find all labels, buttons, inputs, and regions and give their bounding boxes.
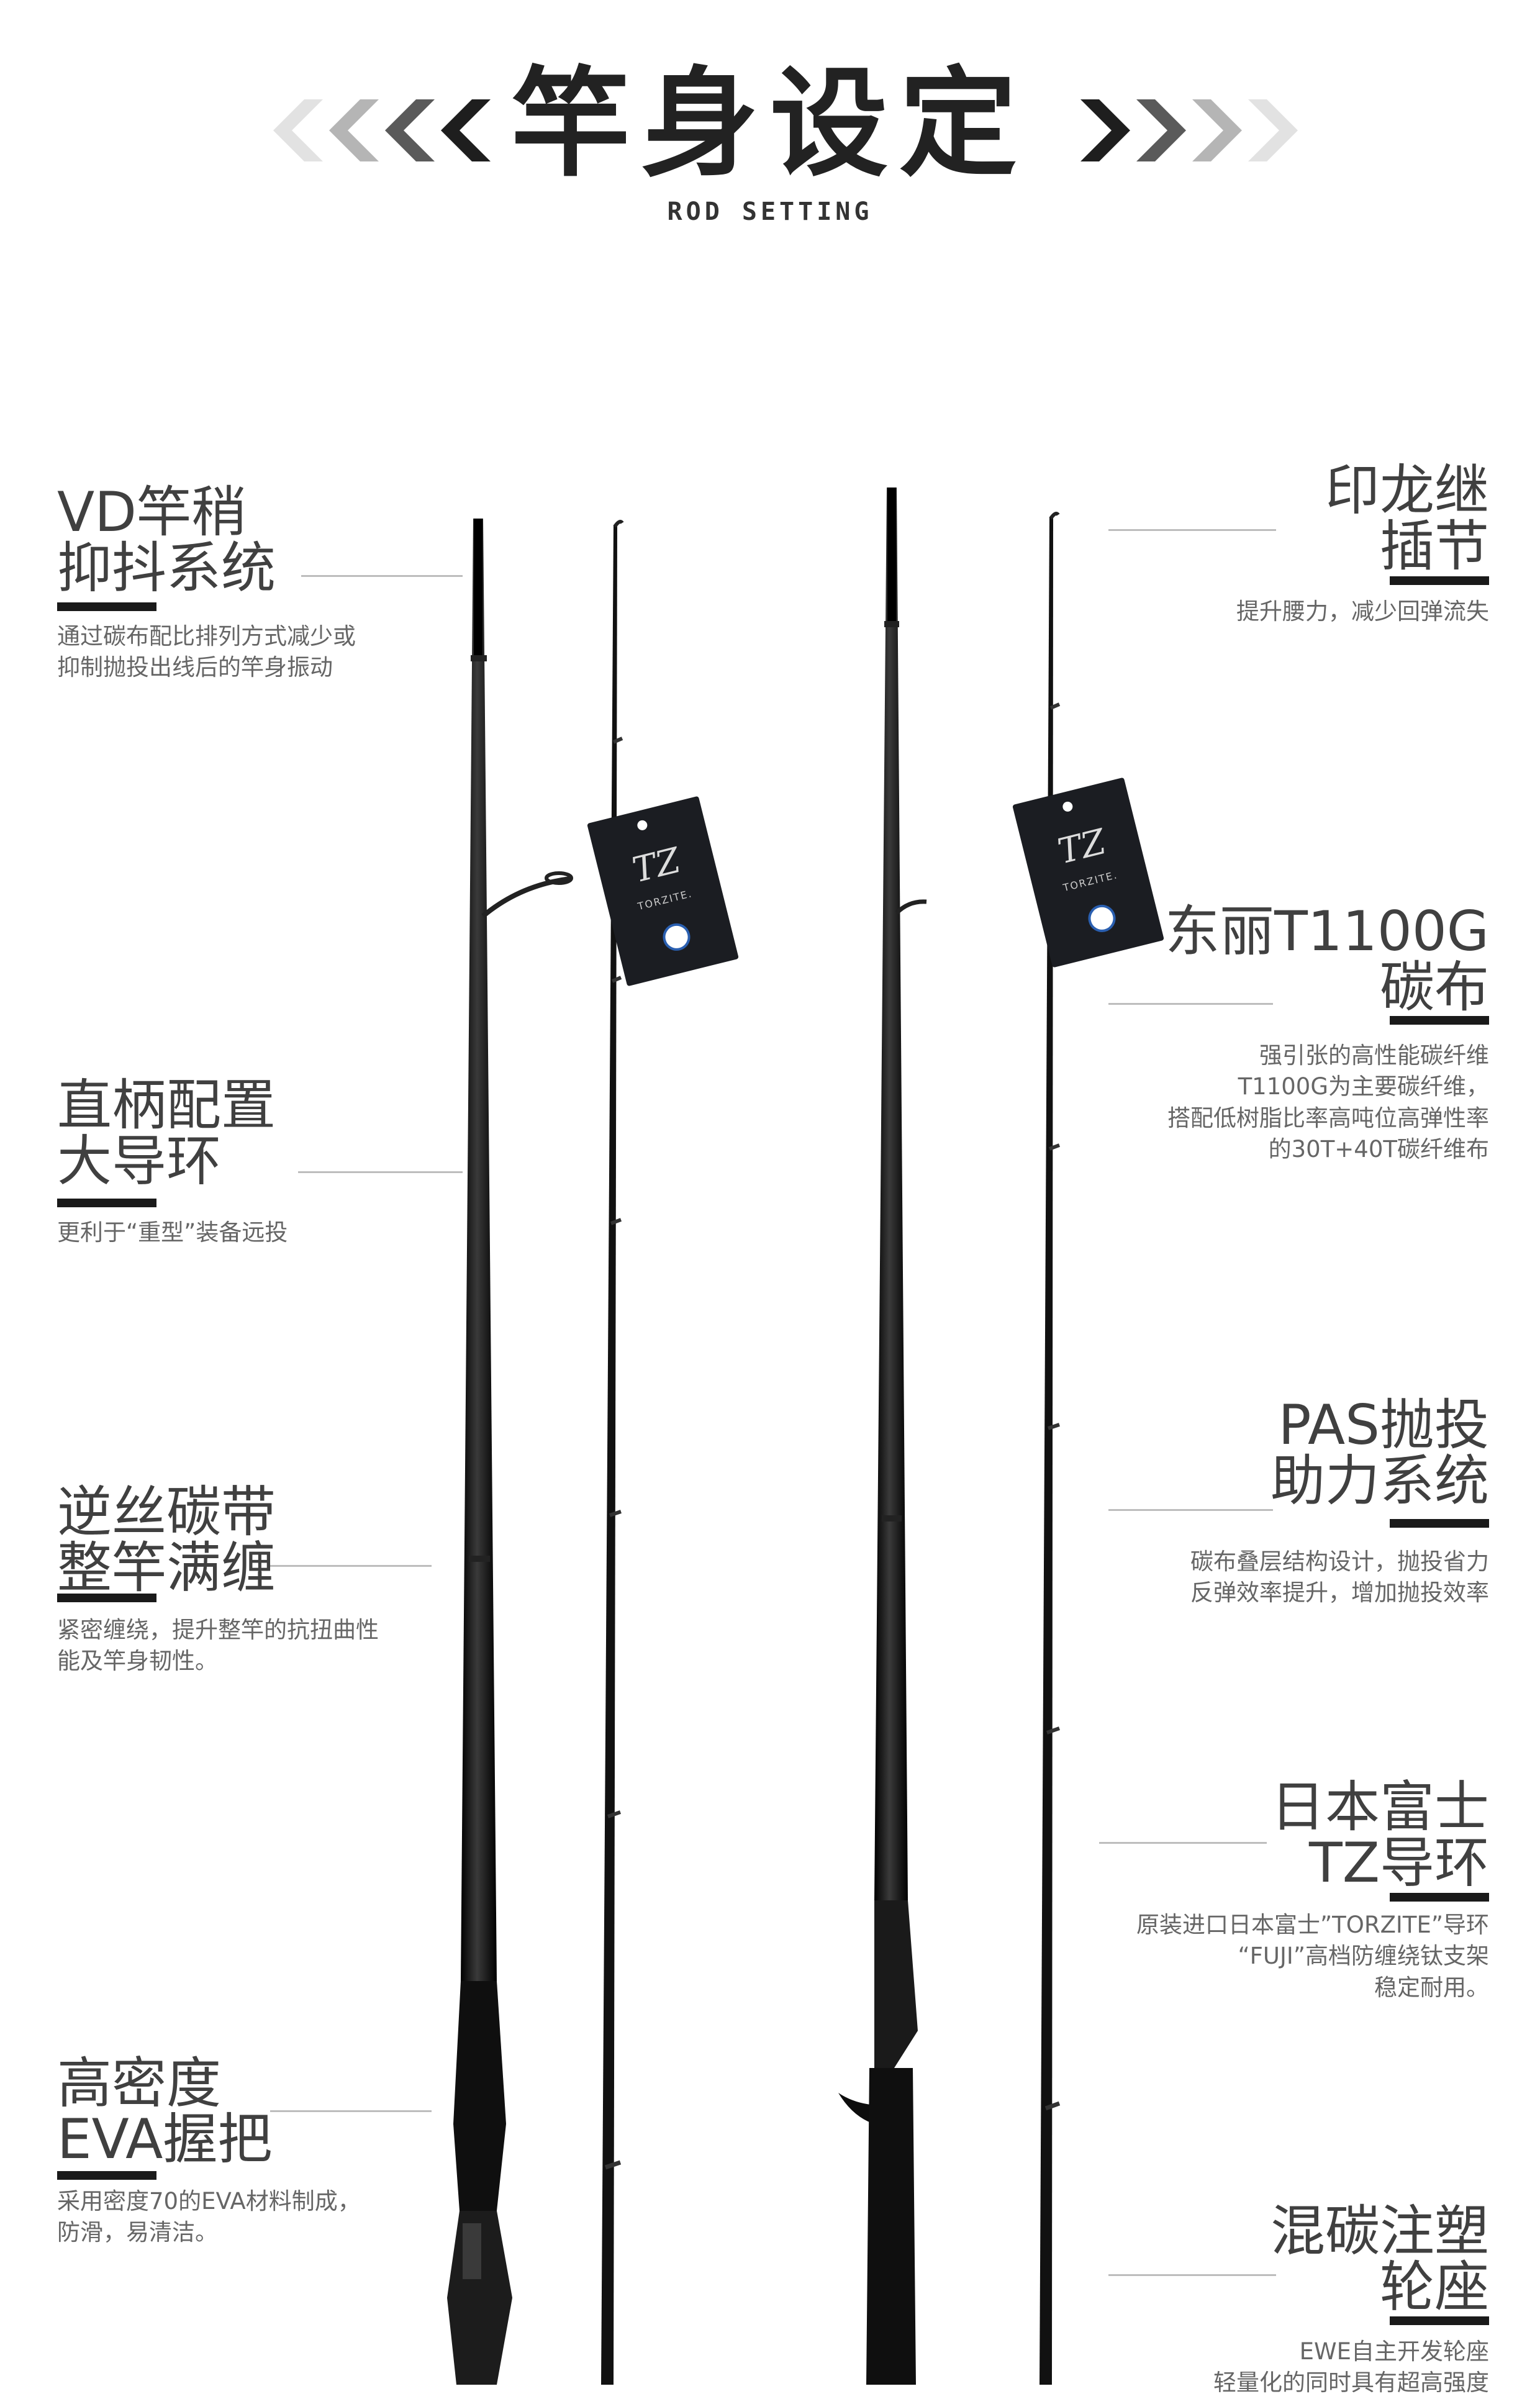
leader-line: [298, 1171, 463, 1173]
feature-title: 混碳注塑 轮座: [1270, 2199, 1489, 2319]
leader-line: [1099, 1842, 1267, 1844]
chevron-left-icon: [329, 99, 379, 161]
accent-bar: [1390, 576, 1489, 585]
leader-line: [270, 2110, 432, 2112]
feature-description: 提升腰力，减少回弹流失: [1236, 598, 1489, 625]
feature-description: 紧密缠绕，提升整竿的抗扭曲性 能及竿身韧性。: [57, 1617, 379, 1675]
accent-bar: [1390, 2316, 1489, 2325]
feature-title: 逆丝碳带 整竿满缠: [57, 1480, 276, 1600]
page-subtitle: ROD SETTING: [667, 197, 873, 226]
accent-bar: [1390, 1893, 1489, 1902]
page-title: 竿身设定: [511, 55, 1028, 193]
chevron-left-icon: [385, 99, 435, 161]
chevron-left-icon: [273, 99, 323, 161]
feature-description: 碳布叠层结构设计，抛投省力 反弹效率提升，增加抛投效率: [1190, 1548, 1489, 1607]
accent-bar: [57, 1594, 156, 1602]
tag-hole: [636, 819, 649, 832]
chevron-right-icon: [1080, 99, 1130, 161]
accent-bar: [57, 1199, 156, 1207]
feature-title: PAS抛投 助力系统: [1270, 1393, 1489, 1513]
leader-line: [1108, 1003, 1273, 1005]
chevron-left-icon: [441, 99, 491, 161]
leader-line: [1108, 1509, 1273, 1511]
feature-title: VD竿稍 抑抖系统: [57, 480, 276, 600]
accent-bar: [57, 602, 156, 611]
feature-description: 原装进口日本富士”TORZITE”导环 “FUJI”高档防缠绕钛支架 稳定耐用。: [1136, 1911, 1489, 2001]
tag-emblem-icon: [1085, 902, 1119, 935]
casting-rod-tip-section: [1040, 512, 1061, 2385]
spinning-rod-butt-section: [447, 519, 573, 2385]
feature-title: 印龙继 插节: [1325, 458, 1489, 578]
feature-description: 采用密度70的EVA材料制成， 防滑，易清洁。: [57, 2188, 361, 2246]
chevron-right-icon: [1192, 99, 1242, 161]
feature-title: 东丽T1100G 碳布: [1165, 899, 1489, 1019]
leader-line: [270, 1565, 432, 1567]
accent-bar: [1390, 1016, 1489, 1025]
feature-title: 高密度 EVA握把: [57, 2051, 273, 2171]
feature-description: EWE自主开发轮座 轻量化的同时具有超高强度: [1213, 2338, 1489, 2397]
feature-title: 直柄配置 大导环: [57, 1073, 276, 1193]
feature-description: 更利于“重型”装备远投: [57, 1219, 288, 1246]
accent-bar: [57, 2171, 156, 2180]
chevron-right-icon: [1136, 99, 1186, 161]
feature-title: 日本富士 TZ导环: [1270, 1775, 1489, 1895]
feature-description: 通过碳布配比排列方式减少或 抑制抛投出线后的竿身振动: [57, 623, 356, 681]
chevron-right-icon: [1248, 99, 1298, 161]
leader-line: [1108, 2274, 1276, 2276]
tag-hole: [1061, 800, 1074, 813]
leader-line: [1108, 529, 1276, 531]
casting-rod-butt-section: [838, 488, 927, 2385]
feature-description: 强引张的高性能碳纤维 T1100G为主要碳纤维， 搭配低树脂比率高吨位高弹性率 …: [1167, 1042, 1489, 1163]
spinning-rod-tip-section: [601, 520, 624, 2385]
tag-emblem-icon: [659, 920, 694, 954]
accent-bar: [1390, 1519, 1489, 1528]
leader-line: [301, 575, 463, 577]
